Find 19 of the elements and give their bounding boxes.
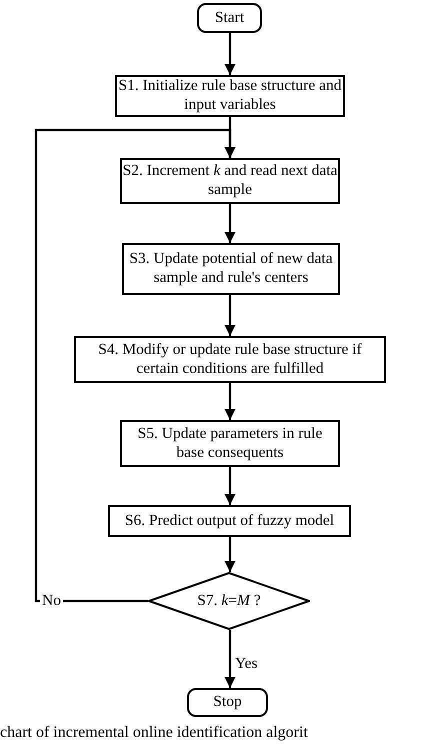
decision-text: S7. k=M ? [197, 592, 261, 610]
arrow [224, 467, 236, 505]
arrow [34, 128, 236, 602]
process-box: S3. Update potential of new data sample and rule's centers [122, 243, 340, 295]
process-box: S2. Increment k and read next data sample [120, 158, 340, 204]
process-box: S6. Predict output of fuzzy model [108, 505, 351, 537]
terminal-box: Stop [187, 688, 268, 717]
arrow [224, 33, 236, 75]
arrow [224, 204, 236, 243]
decision-diamond [148, 572, 310, 630]
arrow [224, 295, 236, 336]
arrow [224, 630, 236, 688]
arrow [224, 383, 236, 420]
process-box: S5. Update parameters in rule base consequents [120, 420, 340, 467]
process-box: S4. Modify or update rule base structure if certain conditions are fulfilled [74, 336, 386, 383]
process-box: S1. Initialize rule base structure and input variables [115, 75, 345, 117]
arrow [224, 537, 236, 572]
terminal-box: Start [197, 3, 262, 33]
caption: chart of incremental online identification algorit [0, 724, 308, 742]
